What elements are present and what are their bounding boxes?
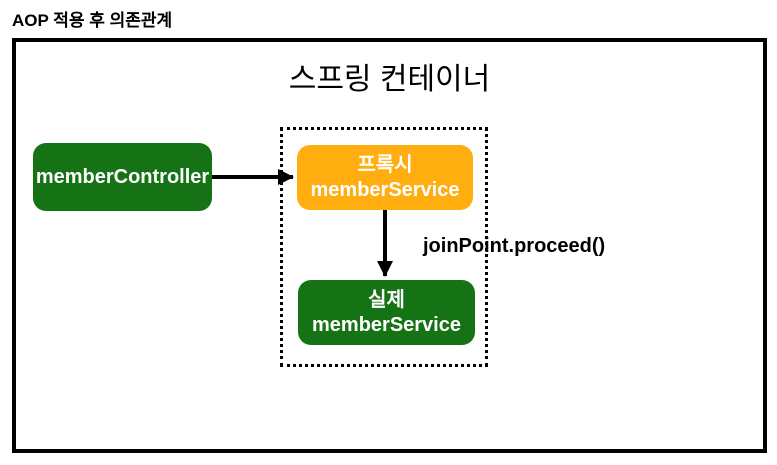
- proxy-boundary-box: [280, 127, 488, 367]
- node-real-member-service: 실제 memberService: [298, 280, 475, 345]
- node-proxy-label-line2: memberService: [310, 178, 460, 201]
- node-member-controller: memberController: [33, 143, 212, 211]
- spring-container-label: 스프링 컨테이너: [288, 63, 491, 96]
- node-proxy-member-service: 프록시 memberService: [297, 145, 473, 210]
- joinpoint-proceed-label: joinPoint.proceed(): [423, 235, 606, 257]
- node-member-controller-label: memberController: [35, 165, 210, 188]
- node-real-label-line2: memberService: [312, 313, 461, 336]
- spring-container-box: 스프링 컨테이너 memberController 프록시 memberServ…: [12, 38, 767, 453]
- page-title: AOP 적용 후 의존관계: [12, 11, 173, 30]
- node-proxy-label-line1: 프록시: [357, 153, 413, 176]
- node-real-label-line1: 실제: [368, 288, 405, 311]
